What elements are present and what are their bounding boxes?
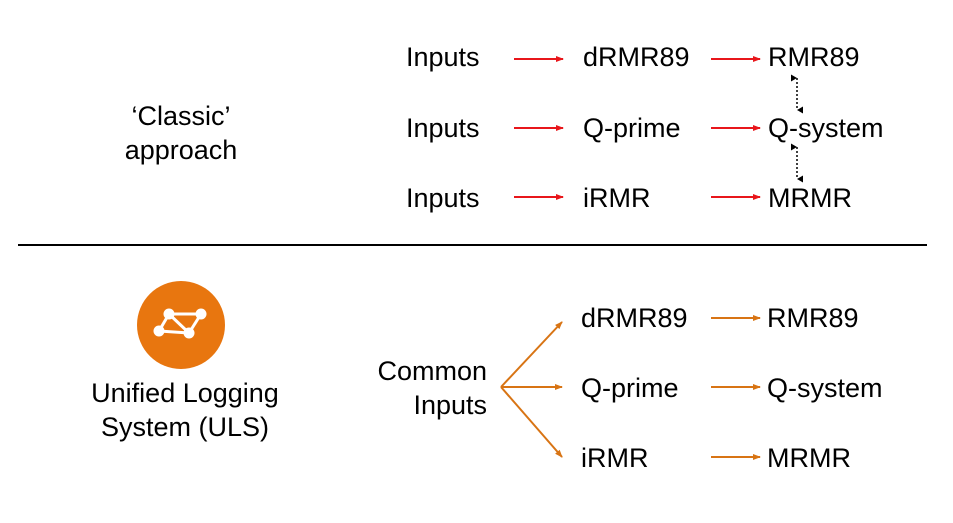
classic-approach-label: ‘Classic’ approach (106, 99, 256, 167)
classic-mid-qprime: Q-prime (583, 113, 681, 143)
section-divider (18, 244, 927, 246)
uls-out-qsystem: Q-system (767, 373, 883, 403)
uls-out-rmr89: RMR89 (767, 303, 859, 333)
uls-label-line2: System (ULS) (100, 412, 270, 442)
classic-out-qsystem: Q-system (768, 113, 884, 143)
uls-mid-qprime: Q-prime (581, 373, 679, 403)
uls-label: Unified Logging System (ULS) (70, 376, 300, 444)
classic-out-mrmr: MRMR (768, 183, 852, 213)
common-inputs-line1: Common (377, 356, 487, 386)
classic-mid-drmr89: dRMR89 (583, 42, 690, 72)
classic-input-3: Inputs (406, 183, 480, 213)
common-inputs-label: Common Inputs (352, 354, 487, 422)
common-inputs-line2: Inputs (413, 390, 487, 420)
classic-label-line2: approach (124, 135, 238, 165)
classic-label-line1: ‘Classic’ (131, 101, 231, 131)
uls-label-line1: Unified Logging (91, 378, 279, 408)
classic-input-1: Inputs (406, 42, 480, 72)
uls-logo (137, 281, 225, 369)
network-graph-icon (137, 281, 225, 369)
uls-fan-arrow-bottom (500, 386, 563, 458)
classic-input-2: Inputs (406, 113, 480, 143)
classic-mid-irmr: iRMR (583, 183, 651, 213)
uls-fan-arrow-top (500, 321, 563, 388)
uls-out-mrmr: MRMR (767, 443, 851, 473)
uls-mid-drmr89: dRMR89 (581, 303, 688, 333)
classic-out-rmr89: RMR89 (768, 42, 860, 72)
uls-mid-irmr: iRMR (581, 443, 649, 473)
